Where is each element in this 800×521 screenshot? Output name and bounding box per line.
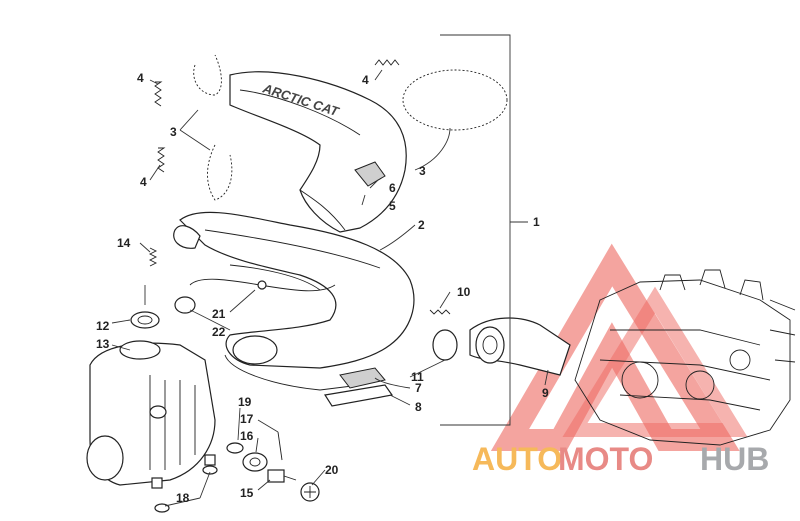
spring-top-left xyxy=(154,81,163,107)
heat-shield: ARCTIC CAT xyxy=(229,71,407,233)
mounting-bracket xyxy=(324,384,394,407)
leader-lines xyxy=(111,69,549,507)
callout-9: 9 xyxy=(542,386,549,400)
sensor-wire xyxy=(189,264,336,292)
watermark-auto: AUTO xyxy=(472,441,562,477)
callout-16: 16 xyxy=(240,429,254,443)
callout-1: 1 xyxy=(533,215,540,229)
spring-mid-left xyxy=(157,147,166,173)
callout-2: 2 xyxy=(418,218,425,232)
callout-15: 15 xyxy=(240,486,254,500)
callout-5: 5 xyxy=(389,199,396,213)
callout-12: 12 xyxy=(96,319,110,333)
callout-10: 10 xyxy=(457,285,471,299)
muffler xyxy=(86,340,216,489)
hardware-15-bolt xyxy=(267,469,297,483)
watermark-moto: MOTO xyxy=(558,441,653,477)
expansion-chamber xyxy=(173,211,415,391)
spring-14 xyxy=(148,247,158,267)
hardware-19-washer xyxy=(226,442,244,454)
callout-8: 8 xyxy=(415,400,422,414)
hardware-20-screw xyxy=(300,482,320,502)
callout-4-mid-left: 4 xyxy=(140,175,147,189)
callout-11: 11 xyxy=(411,370,424,384)
exhaust-manifold xyxy=(469,317,571,376)
part-1-bracket xyxy=(440,34,511,426)
callout-22: 22 xyxy=(212,325,226,339)
callout-7: 7 xyxy=(415,381,422,395)
callout-20: 20 xyxy=(325,463,339,477)
chain-mid-left xyxy=(207,144,233,201)
hardware-16-grommet xyxy=(242,452,268,472)
callout-4-top-left: 4 xyxy=(137,71,144,85)
chain-right-ring xyxy=(402,69,508,131)
hardware-17-pin xyxy=(277,431,283,461)
callout-17: 17 xyxy=(240,412,254,426)
watermark-hub: HUB xyxy=(700,441,769,477)
callout-21: 21 xyxy=(212,307,226,321)
watermark-text: AUTO MOTO HUB xyxy=(472,441,769,477)
chain-top-left xyxy=(193,54,222,96)
callout-3-left: 3 xyxy=(170,125,177,139)
engine-outline xyxy=(574,269,796,446)
gasket-11 xyxy=(432,329,458,361)
gasket-12 xyxy=(130,311,160,329)
callout-13: 13 xyxy=(96,337,110,351)
callout-4-top-right: 4 xyxy=(362,73,369,87)
callout-14: 14 xyxy=(117,236,131,250)
callout-6: 6 xyxy=(389,181,396,195)
callout-19: 19 xyxy=(238,395,252,409)
spring-10 xyxy=(429,309,451,315)
spring-top-right xyxy=(374,59,400,66)
clamp-22 xyxy=(174,296,196,314)
callout-3-right: 3 xyxy=(419,164,426,178)
callout-18: 18 xyxy=(176,491,190,505)
